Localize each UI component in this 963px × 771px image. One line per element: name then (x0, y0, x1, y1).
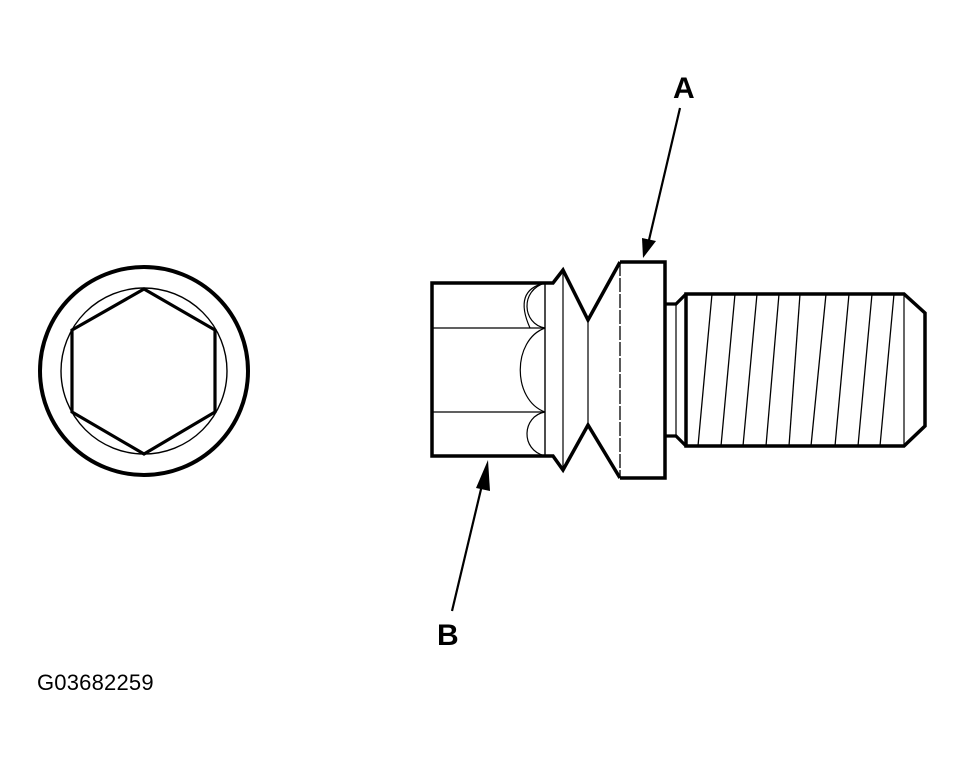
inner-chamfer-circle (60, 287, 228, 455)
figure-id: G03682259 (37, 670, 154, 695)
socket-head (430, 281, 546, 458)
hex-socket-icon (70, 287, 217, 456)
flange-collar (619, 260, 667, 480)
callout-label-a: A (673, 72, 695, 105)
bolt-neck (665, 292, 688, 448)
outer-head-circle (38, 265, 250, 477)
hex-socket-end-view (38, 265, 250, 477)
thread-lines (697, 293, 895, 447)
callout-arrow-b (450, 460, 490, 612)
callout-label-b: B (437, 619, 459, 652)
bolt-side-view (430, 260, 927, 480)
threaded-shank (684, 292, 927, 448)
callout-arrow-a (642, 107, 682, 258)
washer-ring (545, 261, 622, 479)
